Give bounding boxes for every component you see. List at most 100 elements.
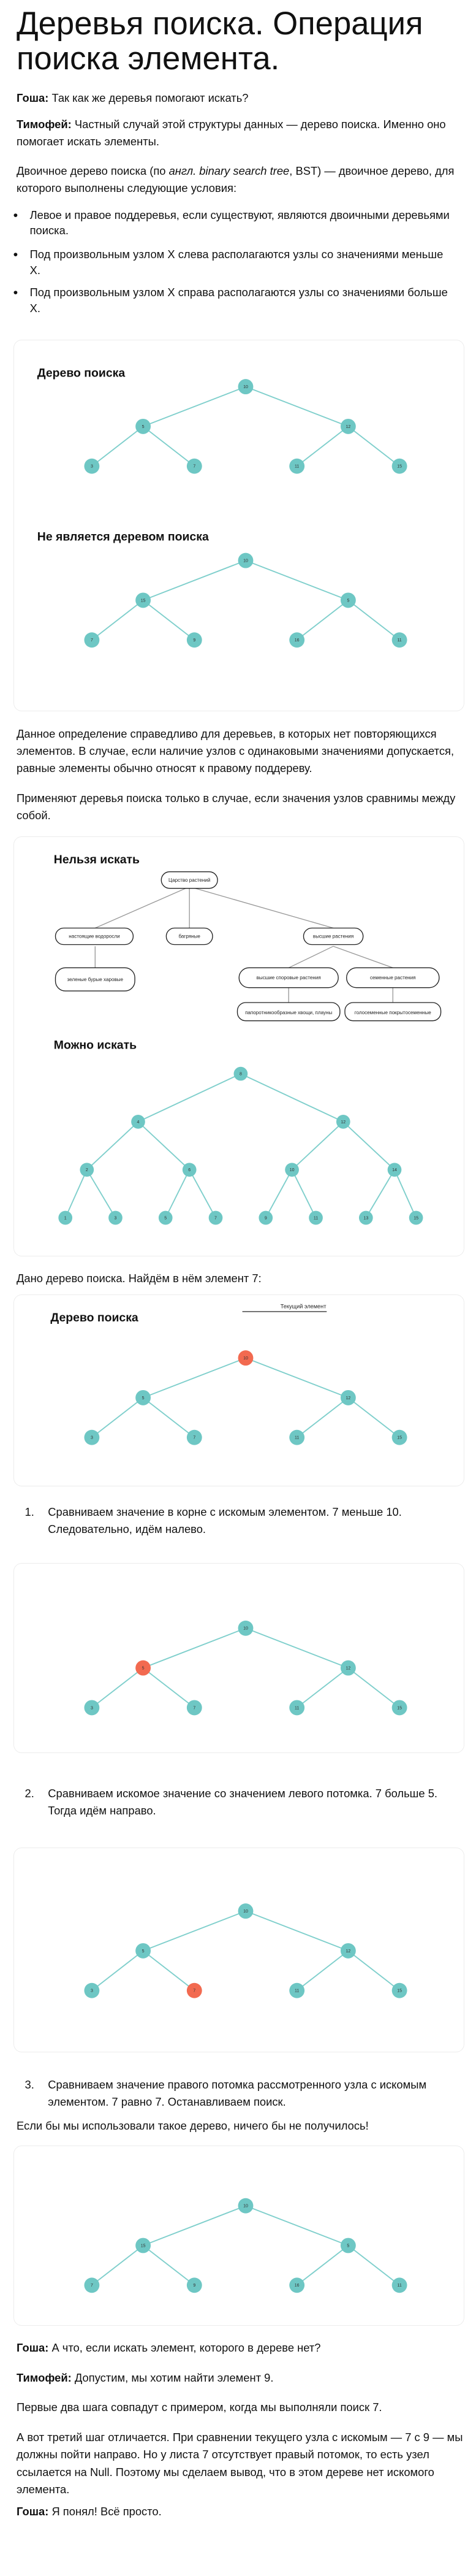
tree-node-label: 9 — [264, 1216, 266, 1220]
tree-node-label: 10 — [243, 1909, 248, 1914]
tree-node-label: 13 — [363, 1216, 368, 1220]
tree-node-label: 11 — [295, 1706, 299, 1710]
tree-edge — [296, 1397, 349, 1439]
tree-edge — [365, 1169, 395, 1218]
paragraph-first-two-steps: Первые два шага совпадут с примером, ког… — [17, 2401, 382, 2414]
tree-edge — [142, 2245, 195, 2286]
tree-node — [238, 1350, 254, 1366]
tree-edge — [245, 559, 349, 601]
tree-edge — [142, 1910, 246, 1952]
plant-label-b: багряные — [178, 933, 200, 939]
tree-node-label: 10 — [243, 2204, 248, 2209]
tree-node-label: 15 — [414, 1216, 418, 1220]
dialog-gosha-3: Гоша: Я понял! Всё просто. — [17, 2505, 162, 2518]
tree-edge — [347, 1950, 400, 1992]
tree-node — [391, 1700, 407, 1716]
tree-edge — [245, 1910, 349, 1952]
plant-node-c — [303, 927, 363, 945]
tree-node-label: 3 — [91, 1436, 93, 1440]
plant-tree: Царство растений настоящие водоросли баг… — [55, 871, 441, 1021]
tree-node-label: 10 — [243, 385, 248, 389]
tree-node-label: 9 — [193, 2284, 195, 2288]
tree-node — [130, 1114, 145, 1129]
tree-edge — [142, 599, 195, 640]
tree-node — [84, 2277, 99, 2293]
tree-edge — [188, 1169, 216, 1218]
tree-edge — [347, 2245, 400, 2286]
tree-node-label: 11 — [295, 1436, 299, 1440]
tree-node-label: 15 — [397, 1989, 402, 1993]
tree-node — [284, 1162, 299, 1177]
tree-node — [336, 1114, 350, 1129]
tree-edge — [245, 2205, 349, 2247]
tree-node-label: 15 — [140, 598, 145, 603]
tree-edge — [393, 1169, 417, 1218]
plant-node-h — [344, 1001, 441, 1021]
tree-edge — [296, 426, 349, 467]
heading-not-search-tree: Не является деревом поиска — [37, 530, 208, 543]
heading-cannot-search: Нельзя искать — [53, 853, 139, 866]
tree-node-label: 7 — [193, 1706, 195, 1710]
tree-node — [259, 1210, 273, 1225]
paragraph-third-step: А вот третий шаг отличается. При сравнен… — [17, 2430, 463, 2496]
tree-edge — [91, 1950, 143, 1992]
tree-edge — [342, 1121, 395, 1170]
tree-edge — [245, 1627, 349, 1668]
tree-node-label: 11 — [314, 1216, 318, 1220]
tree-edge — [142, 1667, 195, 1708]
tree-node-label: 3 — [91, 1989, 93, 1993]
plant-node-b — [165, 927, 213, 945]
tree-node — [84, 1430, 99, 1446]
tree-edge — [142, 2205, 246, 2247]
annotation-current-element: Текущий элемент — [280, 1304, 327, 1310]
tree-node-label: 7 — [193, 1436, 195, 1440]
tree-node — [340, 418, 356, 434]
diagram-cannot-can-svg: Нельзя искать Царство растений настоящие… — [53, 853, 441, 1225]
plant-node-d — [55, 967, 135, 992]
tree-node — [340, 592, 356, 608]
tree-node — [289, 632, 304, 648]
tree-node-label: 11 — [295, 464, 299, 468]
tree-edge — [142, 1358, 246, 1399]
plant-label-d: зеленые бурые харовые — [67, 976, 123, 982]
tree-node — [186, 1982, 202, 1998]
tree-node-label: 11 — [397, 638, 401, 643]
tree-node-label: 12 — [346, 1666, 350, 1670]
tree-node — [391, 458, 407, 474]
plant-node-a — [55, 927, 134, 945]
tree-edge — [91, 599, 143, 640]
tree-node — [358, 1210, 373, 1225]
tree-node-label: 5 — [347, 598, 349, 603]
tree-node-label: 12 — [341, 1120, 346, 1124]
tree-node-label: 8 — [240, 1072, 242, 1076]
tree-edge — [245, 386, 349, 427]
tree-edge — [296, 1667, 349, 1708]
tree-edge — [142, 559, 246, 601]
tree-node-label: 10 — [243, 1627, 248, 1631]
tree-node — [391, 2277, 407, 2293]
tree-edge — [142, 1950, 195, 1992]
tree-edge — [240, 1072, 344, 1122]
tree-node-label: 2 — [85, 1168, 88, 1172]
bst-definition: Двоичное дерево поиска (по англ. binary … — [17, 164, 455, 194]
tree-node-label: 3 — [114, 1216, 116, 1220]
tree-edge — [164, 1169, 190, 1218]
bullet-item: Левое и правое поддеревья, если существу… — [13, 207, 453, 239]
plant-node-root — [161, 871, 218, 889]
diagram-card-cannot-can: Нельзя искать Царство растений настоящие… — [13, 836, 464, 1256]
tree-node-label: 12 — [346, 1396, 350, 1401]
plant-label-root: Царство растений — [168, 877, 210, 882]
heading-can-search: Можно искать — [53, 1038, 136, 1052]
tree-node — [135, 1660, 151, 1676]
tree-node-label: 15 — [140, 2244, 145, 2249]
tree-edge — [91, 2245, 143, 2286]
tree-node — [340, 2238, 356, 2253]
tree-node-label: 11 — [295, 1989, 299, 1993]
tree-node — [289, 1700, 304, 1716]
